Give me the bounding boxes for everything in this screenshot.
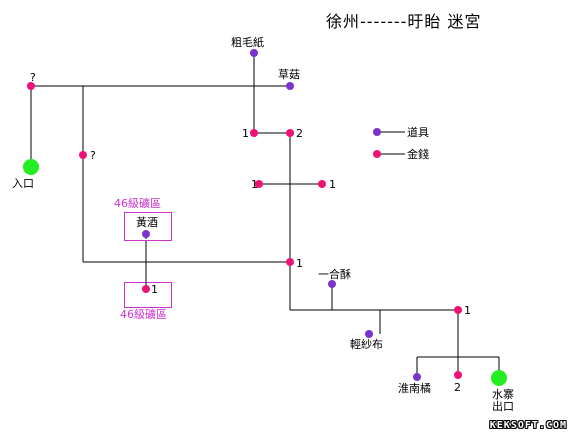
paper-label: 粗毛紙 bbox=[231, 36, 264, 49]
item-node-orange bbox=[413, 373, 421, 381]
zone-label-bottom: 46級礦區 bbox=[120, 308, 167, 321]
wine-label: 黃酒 bbox=[136, 216, 158, 229]
orange-label: 淮南橘 bbox=[398, 382, 431, 395]
money-node-2b bbox=[454, 371, 462, 379]
money-node-2a bbox=[286, 129, 294, 137]
money-1f-label: 1 bbox=[464, 304, 471, 317]
exit-label-line2: 出口 bbox=[492, 400, 514, 413]
exit-node bbox=[491, 370, 507, 386]
money-node-1b bbox=[255, 180, 263, 188]
money-1e-label: 1 bbox=[151, 283, 158, 296]
money-node-q1 bbox=[27, 82, 35, 90]
maze-paths bbox=[30, 53, 500, 378]
entrance-label: 入口 bbox=[12, 177, 34, 190]
money-1b-label: 1 bbox=[251, 178, 258, 191]
zone-box-bottom bbox=[124, 282, 172, 308]
money-node-q2 bbox=[79, 151, 87, 159]
item-node-cloth bbox=[365, 330, 373, 338]
item-node-mushroom bbox=[286, 82, 294, 90]
zone-label-top: 46級礦區 bbox=[114, 197, 161, 210]
mushroom-label: 草菇 bbox=[278, 68, 300, 81]
watermark: KEKSOFT.COM bbox=[489, 420, 567, 431]
money-q2-label: ? bbox=[90, 149, 96, 162]
money-node-1f bbox=[454, 306, 462, 314]
item-node-cake bbox=[328, 280, 336, 288]
money-q1-label: ? bbox=[30, 71, 36, 84]
legend-item-label: 道具 bbox=[407, 126, 429, 139]
money-node-1d bbox=[286, 258, 294, 266]
money-2a-label: 2 bbox=[296, 127, 303, 140]
money-1a-label: 1 bbox=[242, 127, 249, 140]
legend-money-label: 金錢 bbox=[407, 148, 429, 161]
money-node-1a bbox=[250, 129, 258, 137]
cake-label: 一合酥 bbox=[318, 268, 351, 281]
cloth-label: 輕紗布 bbox=[350, 338, 383, 351]
maze-nodes bbox=[23, 49, 507, 386]
legend-money-dot bbox=[373, 150, 381, 158]
item-node-paper bbox=[250, 49, 258, 57]
legend-item-dot bbox=[373, 128, 381, 136]
map-title: 徐州-------旴眙 迷宮 bbox=[326, 12, 482, 31]
exit-label-line1: 水寨 bbox=[492, 388, 514, 401]
money-1c-label: 1 bbox=[329, 178, 336, 191]
money-2b-label: 2 bbox=[454, 381, 461, 394]
money-node-1c bbox=[318, 180, 326, 188]
money-1d-label: 1 bbox=[296, 257, 303, 270]
entrance-node bbox=[23, 159, 39, 175]
